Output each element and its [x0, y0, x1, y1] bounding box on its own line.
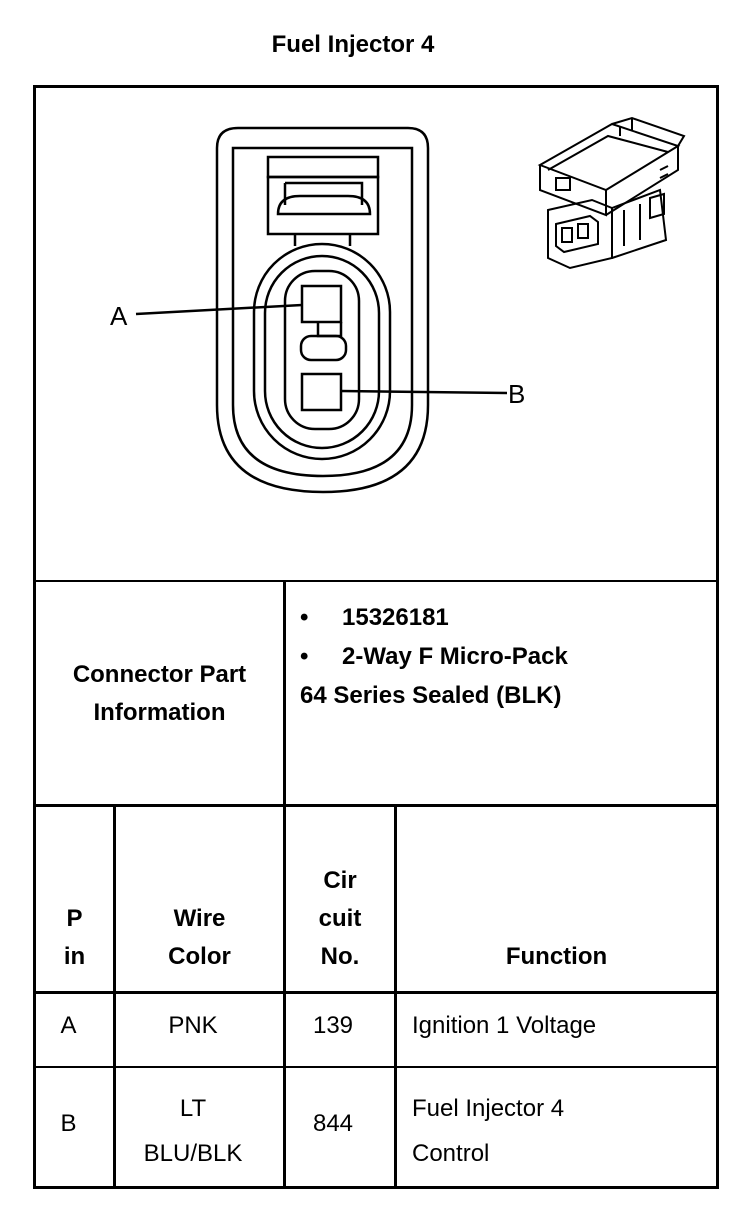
table-row-b-wire: LT BLU/BLK	[116, 1086, 270, 1176]
diagram-title: Fuel Injector 4	[271, 31, 435, 58]
connector-info-bullet: • 15326181	[300, 598, 568, 637]
connector-info-details: • 15326181 • 2-Way F Micro-Pack 64 Serie…	[300, 598, 568, 715]
connector-3d-icon	[537, 116, 686, 270]
header-pin: P in	[36, 900, 113, 976]
header-circuit-line2: cuit	[318, 905, 362, 932]
table-row-b-circuit: 844	[312, 1110, 354, 1137]
table-row-a-circuit: 139	[312, 1012, 354, 1039]
header-pin-line2: in	[63, 943, 86, 970]
table-row-a-function: Ignition 1 Voltage	[412, 1012, 597, 1039]
header-pin-line1: P	[66, 905, 83, 932]
connector-type: 2-Way F Micro-Pack	[342, 643, 568, 670]
leader-lines	[135, 303, 508, 395]
header-circuit-line1: Cir	[323, 867, 357, 894]
header-circuit-no: Cir cuit No.	[286, 862, 394, 976]
pin-label-a: A	[110, 301, 128, 331]
connector-info-label-line2: Information	[93, 699, 226, 726]
part-number: 15326181	[342, 604, 449, 631]
header-wire-line2: Color	[168, 943, 231, 970]
connector-info-label: Connector Part Information	[36, 656, 283, 732]
table-row-b-function-line1: Fuel Injector 4	[412, 1095, 565, 1122]
table-row-b-pin: B	[60, 1110, 77, 1137]
bullet-dot: •	[300, 643, 309, 670]
table-row-b-wire-line2: BLU/BLK	[143, 1140, 243, 1167]
header-wire-color: Wire Color	[116, 900, 283, 976]
connector-info-bullet: • 2-Way F Micro-Pack	[300, 637, 568, 676]
table-row-a-pin: A	[60, 1012, 77, 1039]
header-wire-line1: Wire	[173, 905, 226, 932]
table-row-b-function: Fuel Injector 4 Control	[412, 1086, 564, 1176]
connector-face	[215, 126, 430, 494]
header-function: Function	[505, 943, 608, 970]
connector-diagram: A B	[110, 116, 686, 494]
connector-series: 64 Series Sealed (BLK)	[300, 682, 562, 709]
table-row-b-wire-line1: LT	[179, 1095, 207, 1122]
table-row-a-wire: PNK	[168, 1012, 218, 1039]
connector-info-label-line1: Connector Part	[72, 661, 247, 688]
table-row-b-function-line2: Control	[412, 1140, 490, 1167]
bullet-dot: •	[300, 604, 309, 631]
header-circuit-line3: No.	[320, 943, 360, 970]
pin-label-b: B	[508, 379, 525, 409]
